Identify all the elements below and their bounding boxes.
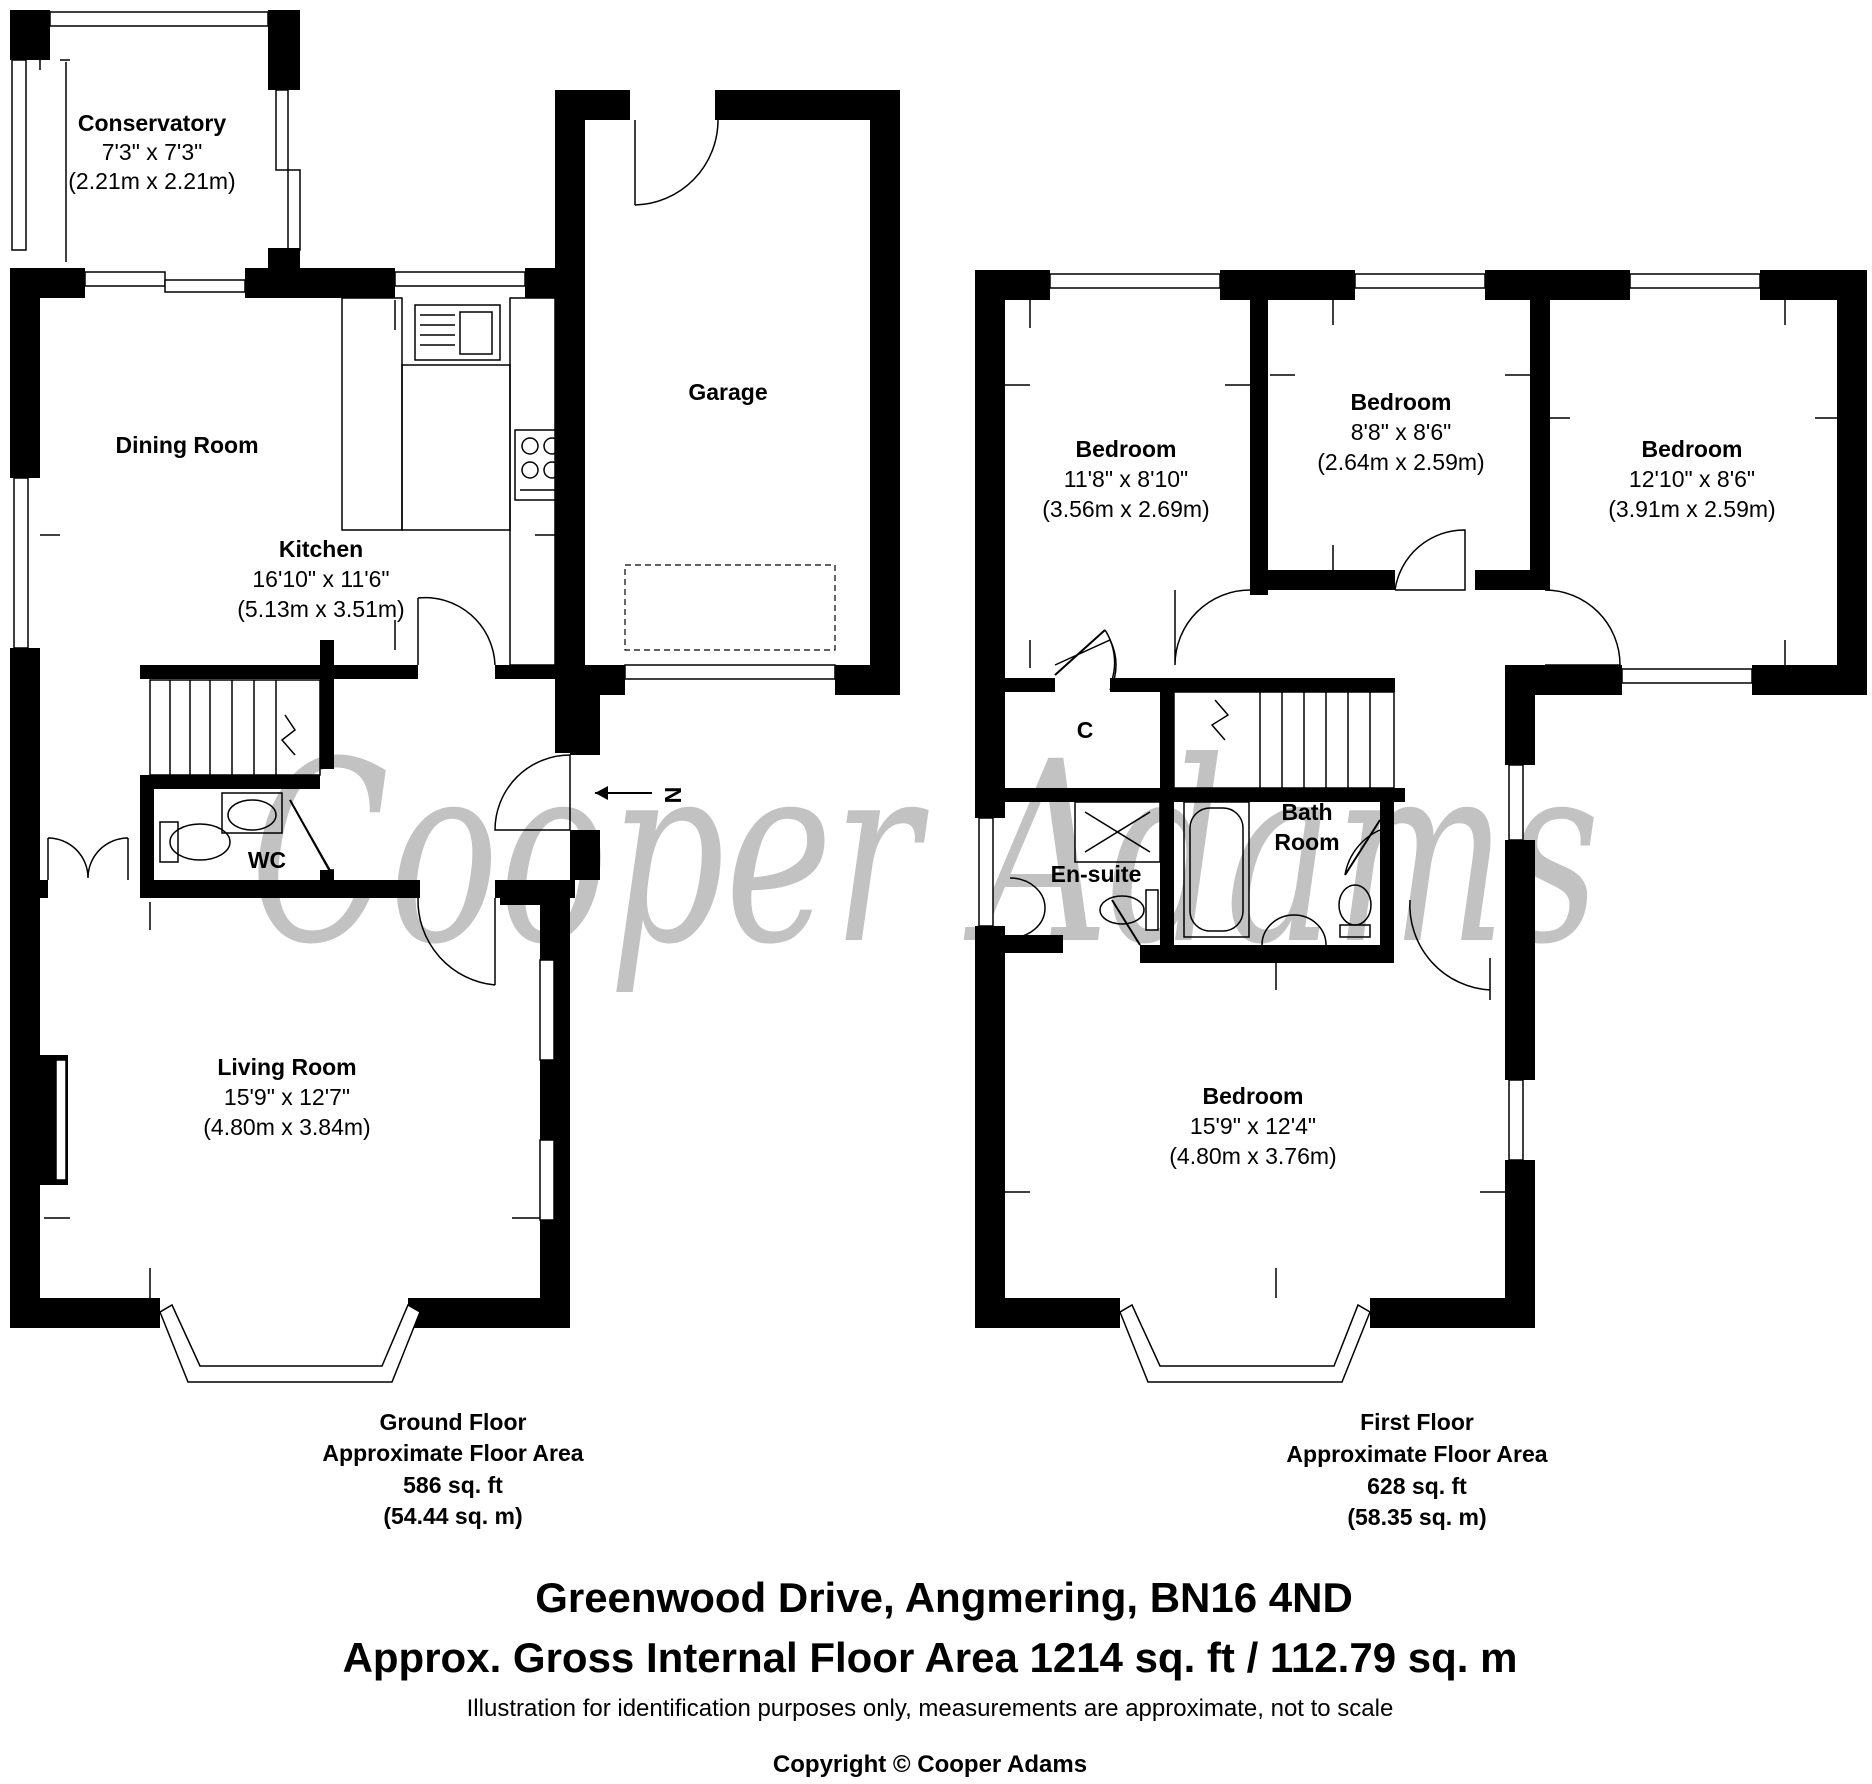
room-size-metric-kitchen: (5.13m x 3.51m) — [237, 596, 404, 622]
room-size-imperial-bedroom-2: 8'8" x 8'6" — [1351, 419, 1452, 445]
room-name-cupboard: C — [1077, 717, 1094, 743]
ground-floor-plan: Conservatory 7'3" x 7'3" (2.21m x 2.21m)… — [10, 10, 900, 1383]
first-floor-summary: First Floor Approximate Floor Area 628 s… — [1286, 1409, 1547, 1530]
copyright-text: Copyright © Cooper Adams — [773, 1751, 1087, 1778]
room-size-imperial-conservatory: 7'3" x 7'3" — [102, 139, 203, 165]
room-name-bedroom-1: Bedroom — [1076, 436, 1177, 462]
room-size-imperial-living: 15'9" x 12'7" — [224, 1084, 350, 1110]
ground-floor-label: Ground Floor — [380, 1409, 527, 1435]
room-size-metric-living: (4.80m x 3.84m) — [203, 1114, 370, 1140]
room-size-metric-bedroom-4: (4.80m x 3.76m) — [1169, 1143, 1336, 1169]
room-size-metric-conservatory: (2.21m x 2.21m) — [68, 168, 235, 194]
north-label: N — [660, 787, 686, 804]
room-name-bedroom-2: Bedroom — [1351, 389, 1452, 415]
ground-floor-fixtures — [39, 59, 836, 1298]
room-size-imperial-bedroom-1: 11'8" x 8'10" — [1064, 466, 1188, 492]
room-size-metric-bedroom-1: (3.56m x 2.69m) — [1042, 496, 1209, 522]
ground-floor-summary: Ground Floor Approximate Floor Area 586 … — [322, 1409, 583, 1529]
room-size-imperial-kitchen: 16'10" x 11'6" — [252, 566, 389, 592]
watermark: Cooper Adams — [250, 708, 1600, 999]
disclaimer-text: Illustration for identification purposes… — [467, 1695, 1394, 1722]
first-floor-fixtures — [1005, 300, 1837, 1298]
ground-floor-area-sqm: (54.44 sq. m) — [383, 1503, 522, 1529]
first-floor-plan: Bedroom 11'8" x 8'10" (3.56m x 2.69m) Be… — [975, 270, 1867, 1383]
room-name-wc: WC — [248, 847, 286, 873]
first-floor-area-label: Approximate Floor Area — [1286, 1441, 1547, 1467]
conservatory-walls — [10, 10, 301, 298]
room-name-ensuite: En-suite — [1051, 861, 1142, 887]
room-name-bathroom-line1: Bath — [1281, 799, 1332, 825]
room-name-conservatory: Conservatory — [78, 110, 226, 136]
room-name-bedroom-3: Bedroom — [1642, 436, 1743, 462]
ground-floor-area-label: Approximate Floor Area — [322, 1440, 583, 1466]
room-name-kitchen: Kitchen — [279, 536, 363, 562]
room-name-garage: Garage — [688, 379, 767, 405]
ground-floor-area-sqft: 586 sq. ft — [403, 1472, 503, 1498]
room-size-imperial-bedroom-3: 12'10" x 8'6" — [1629, 466, 1755, 492]
first-floor-walls — [975, 270, 1867, 1383]
address-title: Greenwood Drive, Angmering, BN16 4ND — [535, 1574, 1353, 1621]
room-name-bathroom-line2: Room — [1274, 829, 1339, 855]
first-floor-area-sqft: 628 sq. ft — [1367, 1473, 1467, 1499]
first-floor-label: First Floor — [1360, 1409, 1474, 1435]
first-floor-area-sqm: (58.35 sq. m) — [1347, 1504, 1486, 1530]
ground-floor-walls — [10, 90, 900, 1383]
gross-area-title: Approx. Gross Internal Floor Area 1214 s… — [343, 1634, 1518, 1681]
room-name-bedroom-4: Bedroom — [1203, 1083, 1304, 1109]
room-name-dining: Dining Room — [115, 432, 258, 458]
room-size-imperial-bedroom-4: 15'9" x 12'4" — [1190, 1113, 1316, 1139]
room-name-living: Living Room — [217, 1054, 356, 1080]
room-size-metric-bedroom-2: (2.64m x 2.59m) — [1317, 449, 1484, 475]
room-size-metric-bedroom-3: (3.91m x 2.59m) — [1608, 496, 1775, 522]
